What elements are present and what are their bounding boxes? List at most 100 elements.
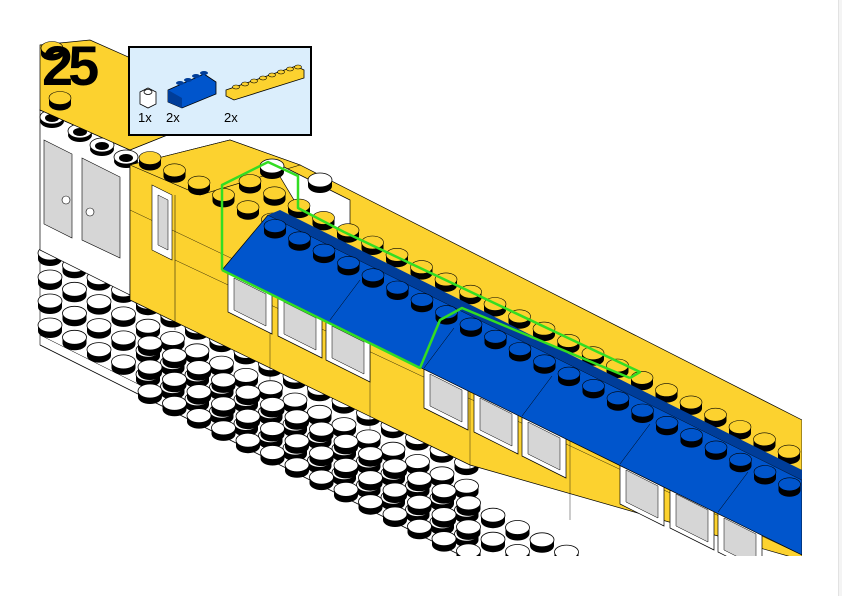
part-quantity-yellow: 2x: [224, 110, 238, 125]
baseplate-stud: [86, 318, 112, 340]
baseplate-stud: [284, 433, 310, 455]
yellow-stud: [138, 151, 162, 171]
baseplate-stud: [211, 420, 236, 442]
baseplate-stud: [62, 329, 87, 351]
baseplate-stud: [309, 469, 334, 491]
blue-stud: [484, 329, 507, 350]
blue-stud: [386, 280, 409, 301]
baseplate-stud: [333, 457, 359, 479]
blue-stud: [582, 379, 605, 399]
step-number: 25: [42, 34, 99, 97]
baseplate-stud: [186, 384, 212, 406]
baseplate-stud: [137, 383, 163, 405]
baseplate-stud: [37, 269, 63, 291]
baseplate-stud: [211, 372, 236, 394]
yellow-stud: [187, 175, 211, 196]
baseplate-stud: [456, 495, 481, 517]
yellow-stud: [803, 457, 825, 476]
baseplate-stud: [358, 494, 383, 516]
blue-stud: [753, 465, 777, 485]
baseplate-stud: [382, 482, 408, 504]
blue-stud: [655, 415, 679, 436]
baseplate-stud: [162, 395, 187, 417]
blue-stud: [606, 391, 630, 412]
baseplate-stud: [86, 294, 112, 316]
part-quantity-white: 1x: [138, 110, 152, 125]
baseplate-stud: [431, 483, 457, 505]
white-brick-1x1-icon: [139, 87, 157, 109]
baseplate-stud: [456, 519, 481, 541]
yellow-stud: [238, 174, 262, 194]
baseplate-stud: [407, 470, 432, 492]
baseplate-stud: [382, 458, 408, 480]
baseplate-stud: [505, 544, 530, 556]
yellow-stud: [263, 186, 286, 207]
baseplate-stud: [382, 506, 408, 528]
baseplate-stud: [407, 494, 432, 516]
baseplate-stud: [456, 543, 481, 556]
blue-slope-roof: [221, 210, 802, 556]
baseplate-stud: [137, 359, 163, 381]
baseplate-stud: [333, 433, 359, 455]
blue-stud: [533, 354, 556, 375]
baseplate-stud: [431, 531, 457, 552]
baseplate-stud: [37, 317, 63, 339]
blue-stud: [704, 440, 728, 461]
blue-stud: [337, 256, 360, 276]
baseplate-stud: [162, 347, 187, 369]
baseplate-stud: [284, 457, 310, 479]
blue-slope-2x4-icon: [167, 71, 217, 109]
baseplate-stud: [260, 445, 285, 466]
parts-callout: 1x 2x 2x: [128, 46, 312, 136]
yellow-stud: [212, 188, 235, 208]
yellow-brick-1x8-icon: [225, 64, 305, 101]
yellow-stud: [163, 163, 186, 184]
baseplate-stud: [211, 396, 236, 418]
blue-stud: [729, 452, 752, 473]
baseplate-stud: [111, 330, 136, 352]
baseplate-stud: [186, 408, 212, 430]
baseplate-stud: [333, 481, 359, 503]
baseplate-stud: [260, 397, 285, 418]
baseplate-stud: [162, 371, 187, 393]
baseplate-stud: [480, 531, 506, 553]
blue-stud: [263, 219, 287, 239]
baseplate-stud: [62, 305, 87, 327]
blue-stud: [459, 317, 483, 338]
baseplate-stud: [407, 518, 432, 540]
baseplate-stud: [480, 507, 506, 529]
baseplate-stud: [86, 342, 112, 364]
blue-stud: [312, 243, 336, 264]
baseplate-stud: [358, 470, 383, 492]
part-quantity-blue: 2x: [166, 110, 180, 125]
baseplate-stud: [284, 409, 310, 431]
baseplate-stud: [37, 293, 63, 315]
blue-stud: [557, 366, 581, 387]
baseplate-stud: [186, 360, 212, 382]
blue-stud: [680, 428, 703, 448]
blue-stud: [288, 231, 311, 252]
baseplate-stud: [62, 281, 87, 303]
blue-stud: [778, 477, 801, 498]
baseplate-stud: [529, 532, 555, 554]
new-parts-highlight: [220, 160, 642, 380]
baseplate-stud: [309, 445, 334, 467]
blue-stud: [508, 342, 532, 362]
blue-stud: [631, 403, 654, 424]
baseplate-stud: [111, 354, 136, 376]
yellow-stud: [236, 200, 260, 220]
baseplate-stud: [260, 421, 285, 442]
baseplate-stud: [431, 507, 457, 528]
baseplate-stud: [235, 408, 261, 430]
baseplate-stud: [309, 421, 334, 443]
blue-stud: [410, 292, 434, 313]
baseplate-stud: [235, 432, 261, 454]
baseplate-stud: [554, 544, 579, 556]
baseplate-stud: [358, 446, 383, 468]
baseplate-stud: [111, 306, 136, 328]
baseplate-stud: [235, 384, 261, 406]
scrollbar-track[interactable]: [838, 0, 842, 596]
blue-stud: [361, 268, 385, 289]
baseplate-stud: [137, 335, 163, 357]
